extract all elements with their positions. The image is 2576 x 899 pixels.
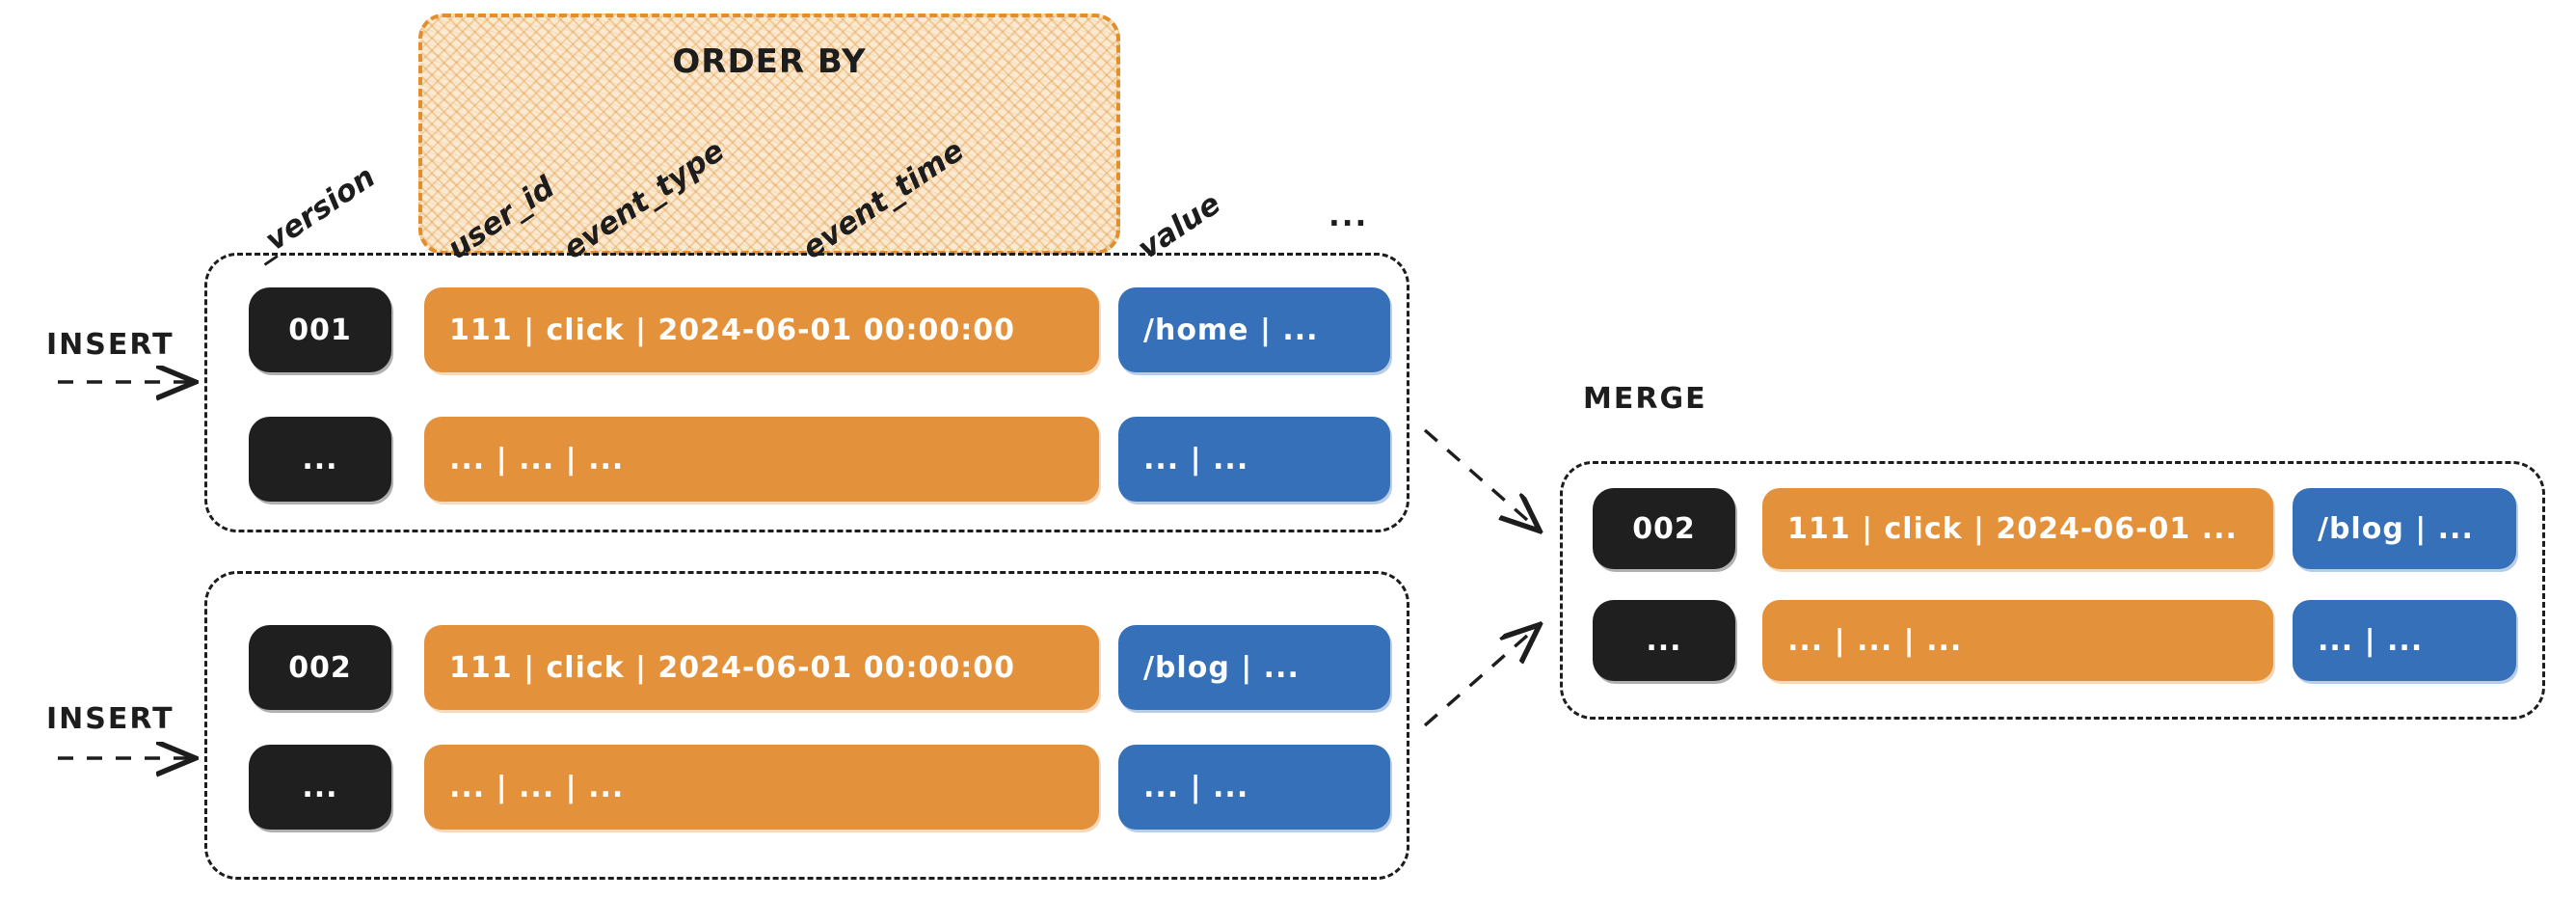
- merge-block-row-1-value: /blog | ...: [2293, 488, 2516, 569]
- insert-block-1-row-1-key: 111 | click | 2024-06-01 00:00:00: [424, 287, 1099, 372]
- insert-block-1-row-2-value: ... | ...: [1118, 417, 1390, 502]
- insert-block-1: [204, 253, 1409, 532]
- insert-block-2-row-2-value: ... | ...: [1118, 745, 1390, 830]
- order-by-band: [418, 14, 1120, 255]
- merge-block-row-2-value: ... | ...: [2293, 600, 2516, 681]
- insert-block-2-label: INSERT: [46, 702, 174, 736]
- insert-block-2-row-2-key: ... | ... | ...: [424, 745, 1099, 830]
- merge-block-row-1-key: 111 | click | 2024-06-01 ...: [1762, 488, 2273, 569]
- insert-block-1-row-1-value: /home | ...: [1118, 287, 1390, 372]
- insert-block-2-row-1-key: 111 | click | 2024-06-01 00:00:00: [424, 625, 1099, 710]
- more-columns-label: ...: [1328, 199, 1369, 233]
- merge-block: [1560, 461, 2545, 720]
- merge-arrow-from-insert-2: [1423, 629, 1535, 727]
- insert-block-2-row-1-value: /blog | ...: [1118, 625, 1390, 710]
- merge-block-row-2-key: ... | ... | ...: [1762, 600, 2273, 681]
- version-column-label: _version: [246, 159, 382, 266]
- insert-block-1-row-2-key: ... | ... | ...: [424, 417, 1099, 502]
- merge-block-label: MERGE: [1583, 382, 1707, 416]
- order-by-label: ORDER BY: [672, 42, 867, 81]
- insert-block-2: [204, 571, 1409, 880]
- insert-block-1-row-1-version: 001: [249, 287, 391, 372]
- merge-arrow-from-insert-1: [1423, 428, 1535, 527]
- merge-block-row-1-version: 002: [1593, 488, 1735, 569]
- insert-block-2-row-2-version: ...: [249, 745, 391, 830]
- insert-block-2-row-1-version: 002: [249, 625, 391, 710]
- insert-block-1-row-2-version: ...: [249, 417, 391, 502]
- merge-block-row-2-version: ...: [1593, 600, 1735, 681]
- insert-block-1-label: INSERT: [46, 328, 174, 362]
